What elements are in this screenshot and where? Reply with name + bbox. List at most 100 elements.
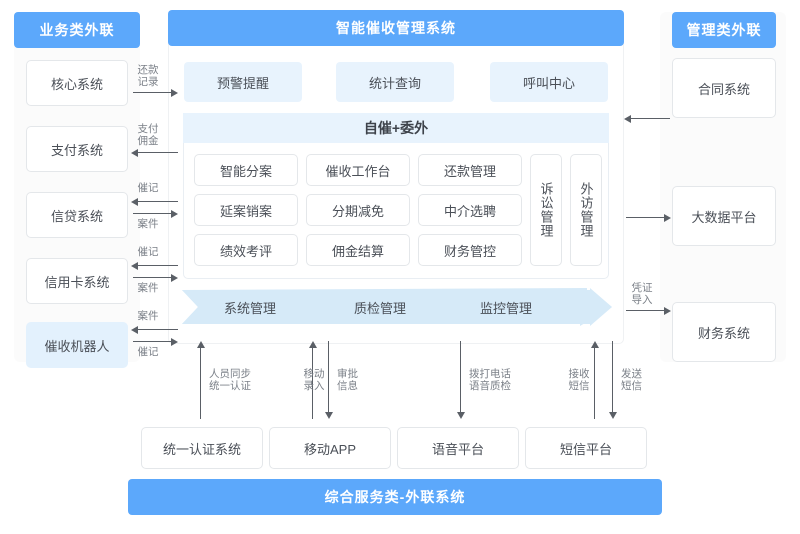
right-item-label: 财务系统 [697, 325, 750, 341]
left-flow-line [138, 152, 178, 154]
left-panel-header: 业务类外联 [14, 12, 140, 48]
right-item-contract-system[interactable]: 合同系统 [672, 58, 776, 118]
arrow-head-left-icon [131, 262, 138, 270]
bottom-item-mobile-app[interactable]: 移动APP [269, 427, 391, 469]
arrow-head-down-icon [325, 412, 333, 419]
left-flow-label-collection-record-3: 催记 [137, 346, 159, 358]
bottom-panel-footer: 综合服务类-外联系统 [128, 479, 662, 515]
bottom-item-unified-auth-system[interactable]: 统一认证系统 [141, 427, 263, 469]
bottom-flow-line [328, 341, 330, 413]
right-flow-line [626, 310, 666, 312]
bottom-flow-label-call-quality: 拨打电话 语音质检 [469, 368, 511, 392]
center-grid-label: 佣金结算 [331, 243, 384, 259]
left-item-creditcard-system[interactable]: 信用卡系统 [26, 258, 128, 304]
center-grid-label: 分期减免 [331, 203, 384, 219]
center-grid-label: 中介选聘 [443, 203, 496, 219]
banner-item-system-mgmt[interactable]: 系统管理 [224, 288, 276, 326]
bottom-item-sms-platform[interactable]: 短信平台 [525, 427, 647, 469]
bottom-flow-label-staff-sync: 人员同步 统一认证 [209, 368, 251, 392]
center-grid-label: 绩效考评 [219, 243, 272, 259]
right-flow-line [626, 217, 666, 219]
arrow-head-right-icon [171, 210, 178, 218]
right-item-label: 大数据平台 [691, 209, 757, 225]
arrow-head-up-icon [197, 341, 205, 348]
left-item-payment-system[interactable]: 支付系统 [26, 126, 128, 172]
center-grid-item-case-extension[interactable]: 延案销案 [194, 194, 298, 226]
arrow-head-left-icon [131, 149, 138, 157]
bottom-item-label: 移动APP [303, 441, 356, 457]
center-module-callcenter[interactable]: 呼叫中心 [490, 62, 608, 102]
arrow-head-up-icon [591, 341, 599, 348]
left-flow-label-case-2: 案件 [137, 282, 159, 294]
center-module-statistics[interactable]: 统计查询 [336, 62, 454, 102]
left-item-collection-robot[interactable]: 催收机器人 [26, 322, 128, 368]
center-panel-header-label: 智能催收管理系统 [336, 20, 456, 36]
center-grid-item-finance-control[interactable]: 财务管控 [418, 234, 522, 266]
left-flow-label-repayment-record: 还款 记录 [137, 64, 159, 88]
arrow-head-down-icon [457, 412, 465, 419]
bottom-flow-line [594, 347, 596, 419]
banner-item-monitor-mgmt[interactable]: 监控管理 [480, 288, 532, 326]
center-side-field-visit-mgmt[interactable]: 外访管理 [570, 154, 602, 266]
arrow-head-right-icon [664, 214, 671, 222]
left-flow-line [133, 92, 173, 94]
chevron-shape-icon [182, 288, 612, 326]
arrow-head-right-icon [171, 89, 178, 97]
left-item-label: 信贷系统 [50, 208, 103, 224]
banner-item-label: 监控管理 [480, 300, 533, 316]
left-item-label: 催收机器人 [44, 338, 110, 354]
left-flow-label-collection-record-2: 催记 [137, 246, 159, 258]
bottom-flow-line [312, 347, 314, 419]
center-module-label: 统计查询 [368, 75, 421, 91]
center-grid-item-commission-settlement[interactable]: 佣金结算 [306, 234, 410, 266]
left-panel-header-label: 业务类外联 [39, 22, 115, 38]
left-flow-label-case-3: 案件 [137, 310, 159, 322]
left-item-label: 信用卡系统 [44, 274, 110, 290]
center-side-label: 诉讼管理 [538, 182, 554, 238]
bottom-flow-line [200, 347, 202, 419]
arrow-head-right-icon [664, 307, 671, 315]
center-module-warning[interactable]: 预警提醒 [184, 62, 302, 102]
arrow-head-right-icon [171, 274, 178, 282]
left-flow-line [133, 277, 173, 279]
left-flow-label-payment-commission: 支付 佣金 [137, 123, 159, 147]
bottom-item-label: 短信平台 [559, 441, 612, 457]
right-panel-header-label: 管理类外联 [686, 22, 762, 38]
arrow-head-left-icon [131, 326, 138, 334]
center-grid-item-agency-recruit[interactable]: 中介选聘 [418, 194, 522, 226]
bottom-item-voice-platform[interactable]: 语音平台 [397, 427, 519, 469]
center-grid-label: 智能分案 [219, 163, 272, 179]
center-grid-item-smart-allocation[interactable]: 智能分案 [194, 154, 298, 186]
arrow-head-left-icon [131, 198, 138, 206]
center-grid-item-performance-review[interactable]: 绩效考评 [194, 234, 298, 266]
left-item-label: 支付系统 [50, 142, 103, 158]
center-grid-item-repayment-mgmt[interactable]: 还款管理 [418, 154, 522, 186]
arrow-head-down-icon [609, 412, 617, 419]
bottom-panel-footer-label: 综合服务类-外联系统 [324, 489, 466, 505]
self-outsource-title: 自催+委外 [183, 113, 609, 143]
center-grid-item-installment-reduction[interactable]: 分期减免 [306, 194, 410, 226]
right-flow-label-voucher-import: 凭证 导入 [631, 282, 653, 306]
right-item-label: 合同系统 [697, 81, 750, 97]
banner-item-quality-mgmt[interactable]: 质检管理 [354, 288, 406, 326]
left-flow-label-collection-record: 催记 [137, 182, 159, 194]
center-side-litigation-mgmt[interactable]: 诉讼管理 [530, 154, 562, 266]
left-flow-line [133, 213, 173, 215]
left-item-core-system[interactable]: 核心系统 [26, 60, 128, 106]
left-item-label: 核心系统 [50, 76, 103, 92]
bottom-flow-label-receive-sms: 接收 短信 [568, 368, 590, 392]
center-grid-item-collection-workbench[interactable]: 催收工作台 [306, 154, 410, 186]
right-item-bigdata-platform[interactable]: 大数据平台 [672, 186, 776, 246]
self-outsource-title-label: 自催+委外 [363, 120, 429, 136]
left-flow-line [138, 201, 178, 203]
center-module-label: 预警提醒 [216, 75, 269, 91]
left-flow-label-case: 案件 [137, 218, 159, 230]
arrow-head-right-icon [171, 338, 178, 346]
bottom-flow-label-send-sms: 发送 短信 [621, 368, 642, 392]
right-item-finance-system[interactable]: 财务系统 [672, 302, 776, 362]
left-item-credit-system[interactable]: 信贷系统 [26, 192, 128, 238]
center-grid-label: 还款管理 [443, 163, 496, 179]
management-banner: 系统管理 质检管理 监控管理 [182, 288, 612, 326]
bottom-flow-label-approval-info: 审批 信息 [337, 368, 358, 392]
arrow-head-left-icon [624, 115, 631, 123]
